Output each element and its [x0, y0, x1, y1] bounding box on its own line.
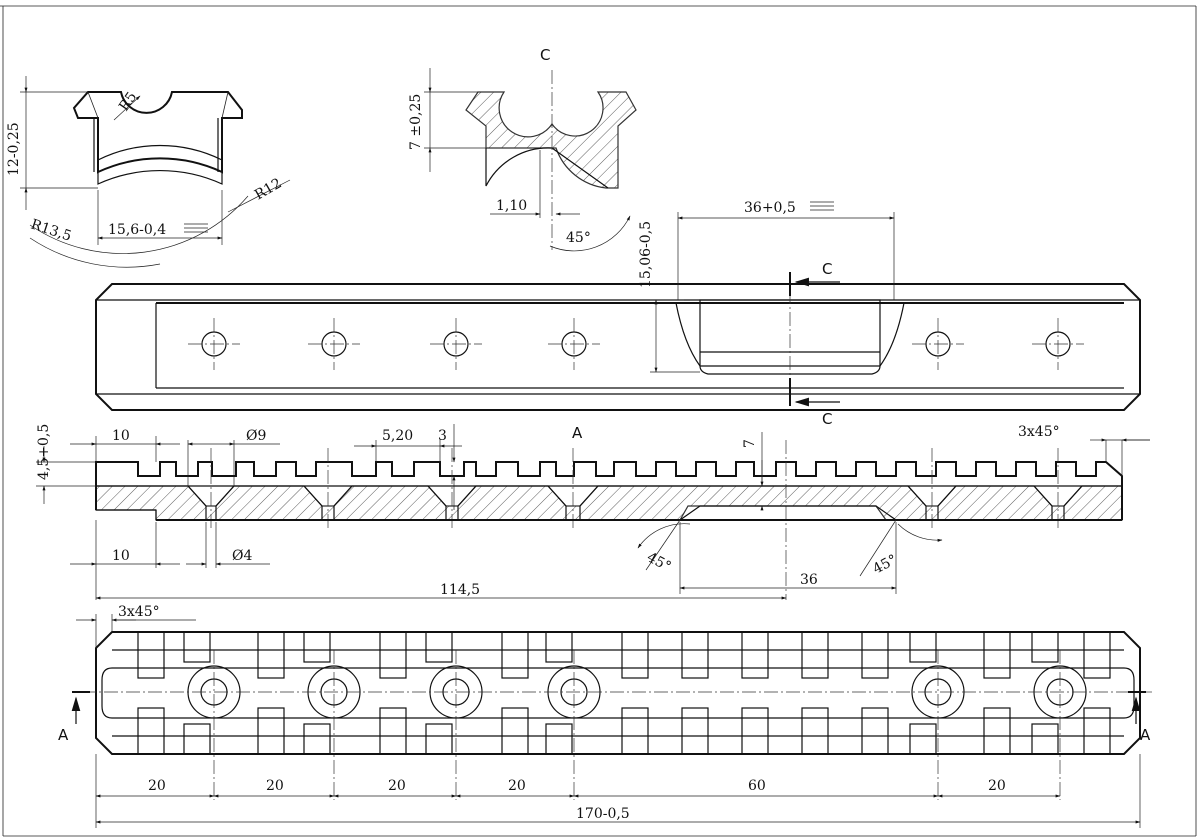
window-height-label: 15,06-0,5: [638, 221, 654, 288]
cut-c-top-label: C: [822, 260, 832, 278]
section-a-title: A: [572, 424, 583, 442]
bottom-view: A A 3x45° 20 20 20 20 60 20 170-0,5: [58, 604, 1152, 828]
spacing-label-1: 20: [148, 778, 166, 794]
spacing-label-4: 20: [508, 778, 526, 794]
bottom-view-slots-bottom: [137, 707, 1111, 755]
counterbore-label: Ø9: [246, 428, 266, 444]
total-to-window-label: 114,5: [440, 582, 480, 598]
section-a-window-pocket: [679, 505, 897, 521]
profile-view: R5 12-0,25 R13,5 15,6-0,4 R12: [6, 76, 291, 268]
drawing-frame: [0, 5, 1197, 837]
through-hole-label: Ø4: [232, 548, 252, 564]
top-view-centerlines: [188, 290, 1084, 404]
window-depth-label: 7: [742, 439, 758, 448]
spacing-label-6: 20: [988, 778, 1006, 794]
spacing-label-5: 60: [748, 778, 766, 794]
cut-a-right-label: A: [1140, 726, 1151, 744]
section-c-hatched-area: [465, 91, 637, 189]
spacing-label-2: 20: [266, 778, 284, 794]
section-a-view: A: [36, 424, 1150, 600]
bottom-view-slots-top: [137, 631, 1111, 679]
slot-depth-label: 3: [438, 428, 447, 444]
section-c-height-label: 7 ±0,25: [408, 94, 424, 150]
cut-c-bottom-label: C: [822, 410, 832, 428]
section-c-offset-label: 1,10: [496, 198, 527, 214]
angle-right-label: 45°: [870, 552, 899, 578]
top-view: C C 36+0,5 15,06-0,5: [95, 200, 1141, 428]
section-c-angle-label: 45°: [566, 230, 591, 246]
top-view-outline: [95, 283, 1141, 411]
total-length-label: 170-0,5: [576, 806, 630, 822]
profile-width-label: 15,6-0,4: [108, 222, 166, 238]
bottom-view-outline: [95, 631, 1141, 755]
radius-outer-label: R13,5: [29, 217, 74, 245]
window-length-label: 36+0,5: [744, 200, 796, 216]
section-c-view: C 7 ±0,25 1,10 45°: [408, 46, 637, 252]
chamfer-a-label: 3x45°: [1018, 424, 1060, 440]
profile-height-label: 12-0,25: [6, 122, 22, 176]
chamfer-bottom-label: 3x45°: [118, 604, 160, 620]
section-c-title: C: [540, 46, 550, 64]
cut-a-left-label: A: [58, 726, 69, 744]
spacing-label-3: 20: [388, 778, 406, 794]
section-a-hatched-body: [95, 485, 1123, 521]
profile-outline: [72, 91, 243, 174]
slot-pitch-label: 5,20: [382, 428, 413, 444]
angle-left-label: 45°: [644, 549, 673, 575]
radius-r12-label: R12: [252, 175, 285, 203]
end-length-bottom-label: 10: [112, 548, 130, 564]
end-length-label: 10: [112, 428, 130, 444]
section-a-centerlines: [210, 440, 1059, 600]
slot-height-label: 4,5+0,5: [36, 424, 52, 480]
bottom-view-centerlines: [82, 650, 1152, 800]
section-a-teeth: [95, 461, 1123, 486]
window-len-label: 36: [800, 572, 818, 588]
